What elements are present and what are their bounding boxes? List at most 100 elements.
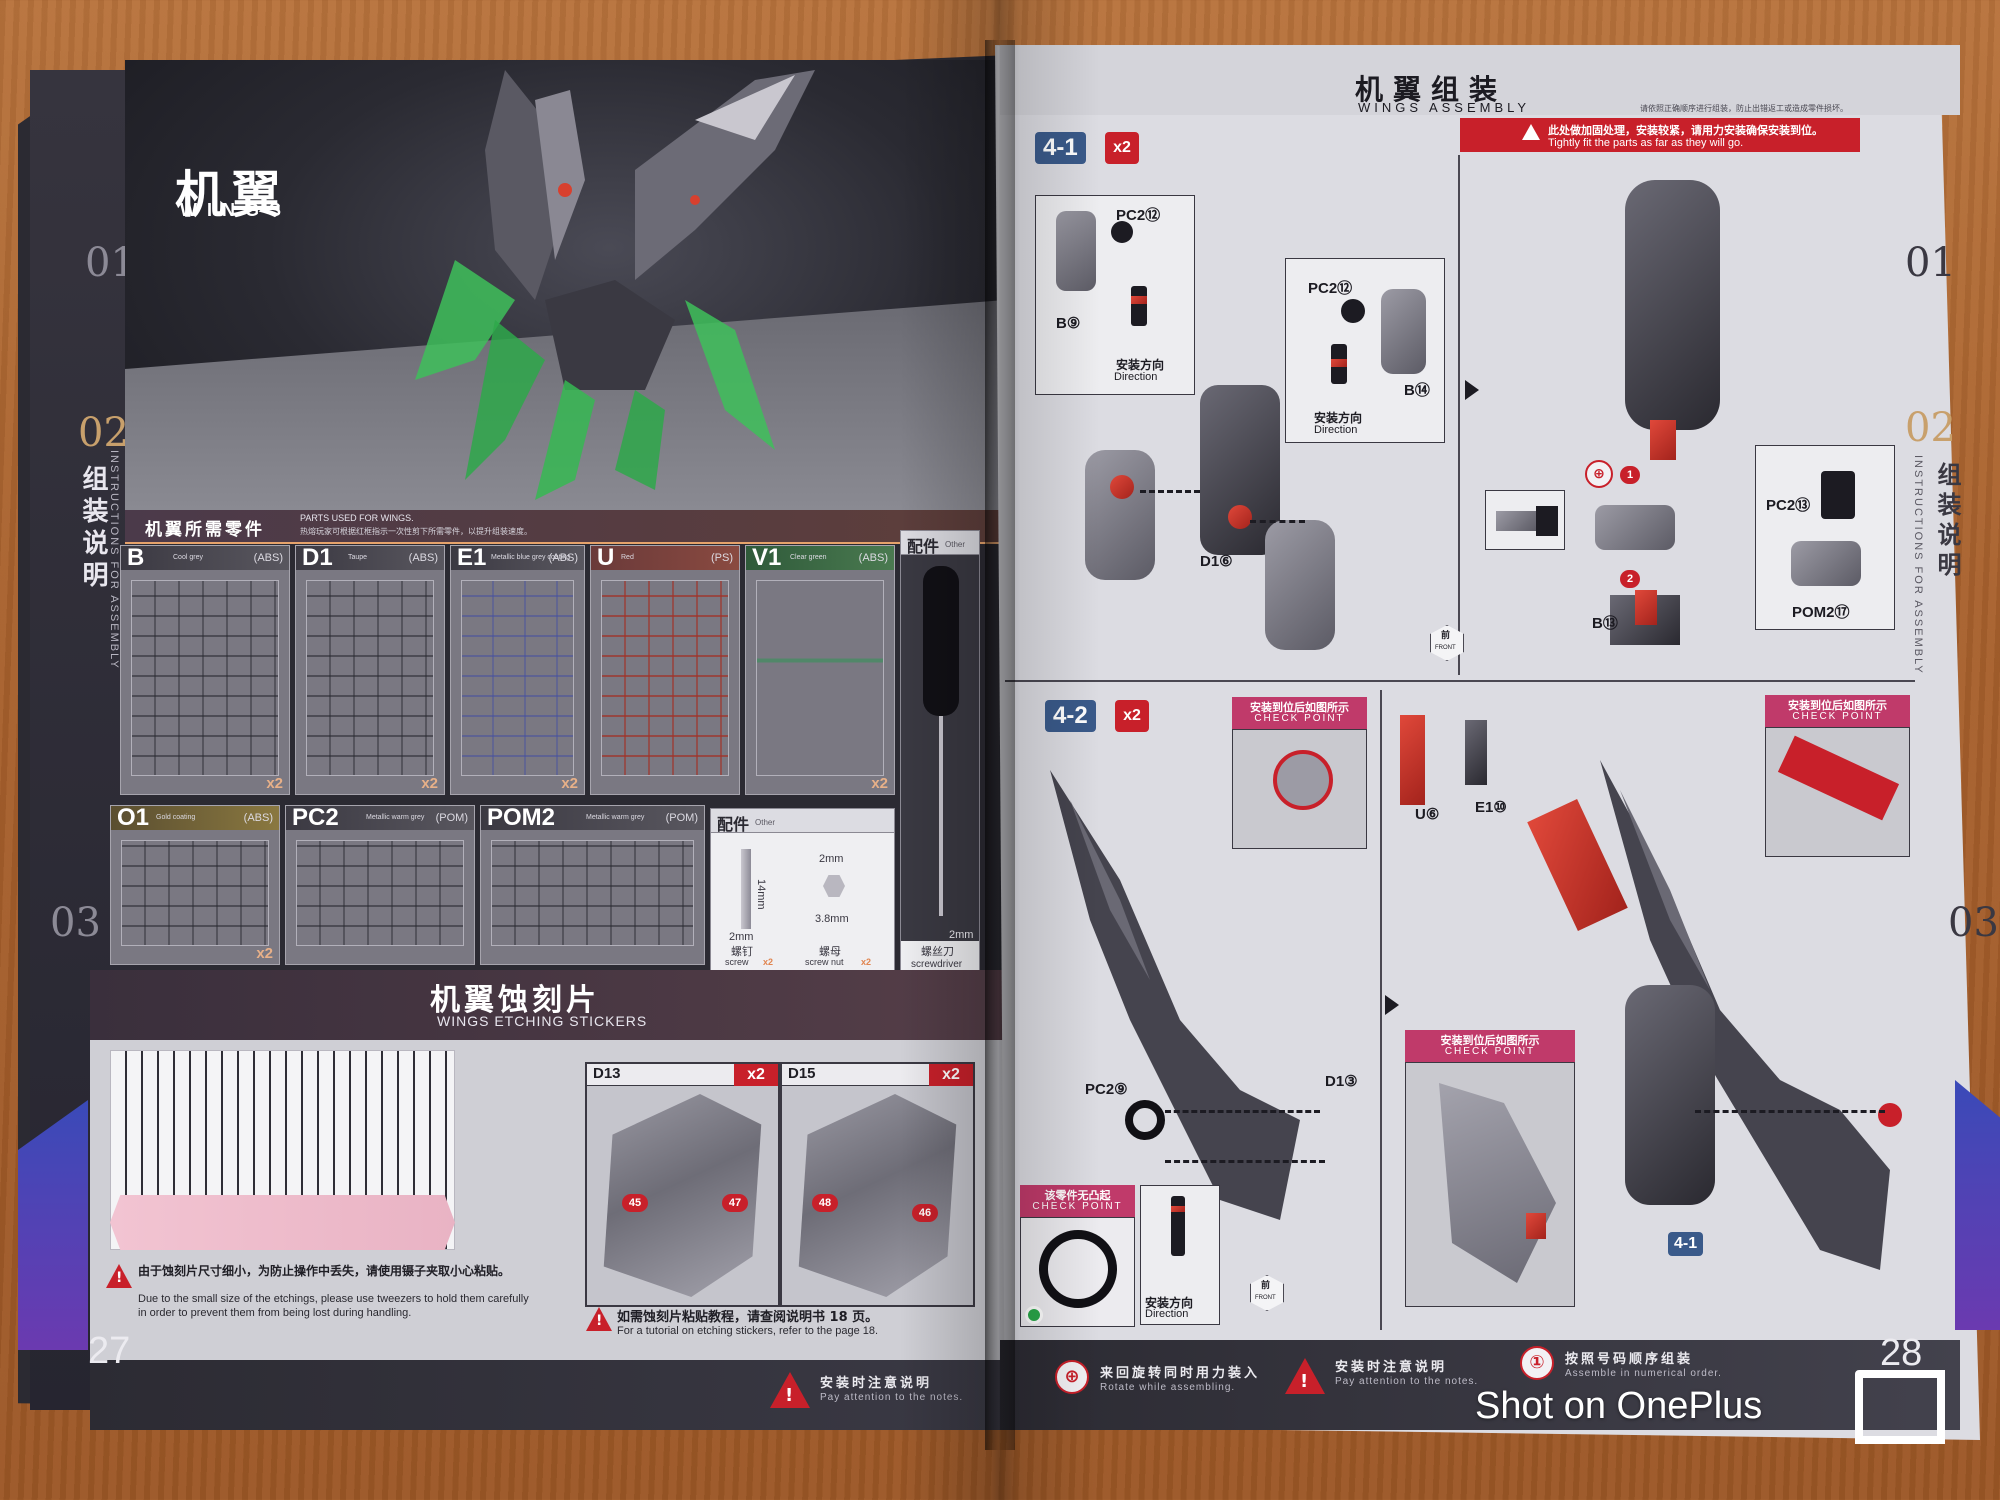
- runner-code: O1: [117, 804, 150, 831]
- direction-label-en: Direction: [1314, 424, 1358, 436]
- sticker-number-badge: 45: [622, 1194, 648, 1212]
- direction-label-cn: 安装方向: [1314, 411, 1363, 425]
- other-label-cn: 配件: [907, 537, 940, 556]
- runner-color: Clear green: [790, 554, 827, 561]
- warning-exclaim: !: [785, 1385, 794, 1406]
- front-label-cn: 前: [1261, 1281, 1271, 1291]
- checkpoint-joint: [1273, 750, 1333, 810]
- divider: [1458, 155, 1460, 675]
- screw-name-en: screw: [725, 957, 749, 967]
- runner-sprue: [296, 840, 464, 946]
- etching-reference-cn: 如需蚀刻片粘贴教程，请查阅说明书 18 页。: [617, 1310, 879, 1325]
- screw-length: 14mm: [755, 879, 767, 910]
- left-footer: [90, 1360, 1005, 1430]
- runner-sprue: [121, 840, 269, 946]
- callout-box: [1485, 490, 1565, 550]
- rotate-icon: ⊕: [1055, 1360, 1089, 1394]
- checkpoint-tag: 安装到位后如图所示 CHECK POINT: [1765, 695, 1910, 727]
- part-label: PC2⑬: [1766, 497, 1811, 514]
- runner-material: (ABS): [548, 552, 578, 564]
- part-b14: [1381, 289, 1426, 374]
- warning-exclaim: !: [596, 1313, 603, 1329]
- screwdriver-name-en: screwdriver: [911, 959, 963, 970]
- screwdriver-handle: [923, 566, 959, 716]
- screw-name-cn: 螺钉: [731, 945, 753, 958]
- side-label-en: INSTRUCTIONS FOR ASSEMBLY: [1912, 455, 1924, 675]
- runner-header: B Cool grey (ABS): [121, 544, 289, 571]
- footer-rotate-en: Rotate while assembling.: [1100, 1382, 1236, 1393]
- book-spine: [985, 40, 1015, 1450]
- part-label: B⑨: [1056, 315, 1081, 332]
- screwdriver-name-cn: 螺丝刀: [921, 945, 954, 958]
- sticker-number-badge: 47: [722, 1194, 748, 1212]
- checkpoint-tag: 安装到位后如图所示 CHECK POINT: [1232, 697, 1367, 729]
- other-label-cn: 配件: [717, 815, 750, 834]
- etching-panel: D15 x2 48 46: [780, 1062, 975, 1307]
- runner-card: D1 Taupe (ABS) x2: [295, 544, 445, 795]
- checkpoint-cn: 安装到位后如图所示: [1250, 701, 1349, 714]
- wing-blade-d15: [1600, 760, 1902, 1270]
- nut-thickness: 2mm: [819, 853, 844, 865]
- page-title-cn: 机翼: [175, 165, 287, 224]
- right-footer: [1000, 1340, 1960, 1430]
- step-qty: x2: [1115, 700, 1149, 732]
- runner-card: O1 Gold coating (ABS) x2: [110, 804, 280, 965]
- step-badge: 4-1: [1035, 132, 1086, 164]
- side-label-cn: 组装说明: [78, 465, 108, 593]
- callout-box: PC2⑫ B⑭ 安装方向 Direction: [1285, 258, 1445, 443]
- etching-panel-part: D15: [788, 1065, 816, 1082]
- page-number: 27: [88, 1330, 131, 1372]
- runner-header: D1 Taupe (ABS): [296, 544, 444, 571]
- footer-notes-en: Pay attention to the notes.: [820, 1392, 964, 1403]
- runner-header: E1 Metallic blue grey coating (ABS): [451, 544, 584, 571]
- part-b9: [1056, 211, 1096, 291]
- nut-name-en: screw nut: [805, 957, 844, 967]
- order-number-badge: 2: [1620, 570, 1640, 588]
- no-protrusion-tag: 该零件无凸起 CHECK POINT: [1020, 1185, 1135, 1217]
- runner-code: PC2: [292, 804, 339, 831]
- warning-icon: [1522, 124, 1540, 140]
- footer-rotate-cn: 来回旋转同时用力装入: [1100, 1366, 1261, 1381]
- runner-material: (ABS): [243, 812, 273, 824]
- direction-label-cn: 安装方向: [1145, 1296, 1194, 1310]
- screwdriver-tip-size: 2mm: [949, 929, 974, 941]
- warning-icon: [586, 1307, 612, 1331]
- runner-sprue: [756, 580, 884, 776]
- checkpoint-en: CHECK POINT: [1792, 711, 1883, 722]
- right-header: [1000, 45, 1960, 115]
- divider: [1005, 680, 1915, 682]
- runner-sprue: [306, 580, 434, 776]
- screwdriver-header: 配件 Other: [901, 531, 979, 556]
- runner-code: E1: [457, 544, 487, 571]
- direction-label-en: Direction: [1114, 371, 1158, 383]
- next-step-arrow: [1385, 995, 1399, 1015]
- runner-color: Gold coating: [156, 814, 196, 821]
- side-number: 02: [78, 410, 129, 456]
- pc2-insert-marker: [1228, 505, 1252, 529]
- runner-header: U Red (PS): [591, 544, 739, 571]
- runner-qty: x2: [421, 775, 438, 792]
- etching-sticker-pink-row: [110, 1195, 455, 1250]
- other-label-en: Other: [945, 540, 966, 549]
- etching-title-en: WINGS ETCHING STICKERS: [437, 1013, 648, 1029]
- part-label: D1⑥: [1200, 553, 1233, 570]
- red-peg: [1650, 420, 1676, 460]
- runner-color: Metallic warm grey: [366, 814, 425, 821]
- runner-card: PC2 Metallic warm grey (POM): [285, 804, 475, 965]
- screw-qty: x2: [763, 957, 774, 967]
- part-label: POM2⑰: [1792, 604, 1850, 621]
- joint-cap: [1536, 506, 1558, 536]
- part-pc2-ring: [1341, 299, 1365, 323]
- rotate-icon: ⊕: [1585, 460, 1613, 488]
- screwdriver-card: 配件 Other 2mm 螺丝刀 screwdriver: [900, 530, 980, 976]
- footer-notes-cn: 安装时注意说明: [1335, 1360, 1448, 1375]
- page-title-en: WINGS ASSEMBLY: [1358, 100, 1531, 115]
- parts-header-note: 热熔玩家可根据红框指示一次性剪下所需零件，以提升组装速度。: [300, 527, 532, 536]
- part-label: U⑥: [1415, 806, 1440, 823]
- side-label-en: INSTRUCTIONS FOR ASSEMBLY: [108, 450, 120, 670]
- runner-sprue: [461, 580, 574, 776]
- joint-rotor: [1595, 505, 1675, 550]
- runner-card: U Red (PS): [590, 544, 740, 795]
- part-label: D1③: [1325, 1073, 1358, 1090]
- side-number: 02: [1905, 405, 1956, 451]
